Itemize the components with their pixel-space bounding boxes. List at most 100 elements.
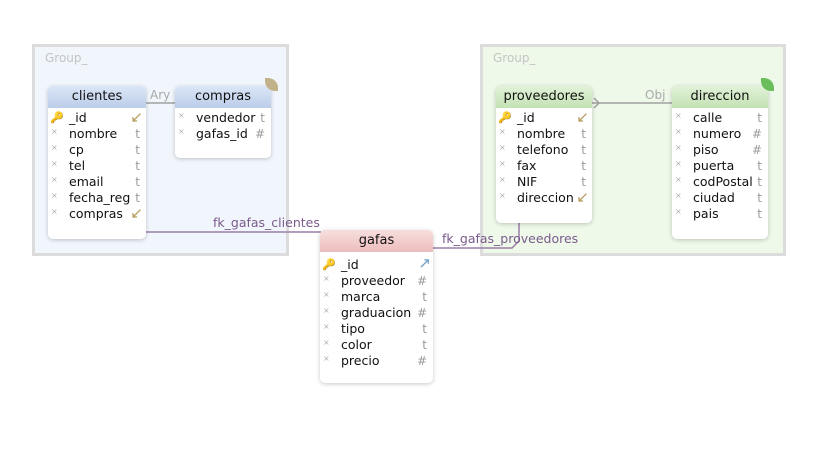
field-name: numero (693, 126, 742, 141)
field-row[interactable]: × compras ↙ (48, 205, 146, 222)
field-name: ciudad (693, 190, 735, 205)
field-name: vendedor (196, 110, 256, 125)
field-row[interactable]: × tel t (48, 158, 146, 174)
field-row[interactable]: × gafas_id # (175, 126, 271, 142)
field-row[interactable]: × piso # (672, 142, 768, 158)
field-row[interactable]: × precio # (320, 353, 433, 369)
link-fk-proveedores (432, 206, 520, 249)
field-row[interactable]: × NIF t (496, 174, 592, 190)
leaf-icon (265, 78, 278, 91)
field-row[interactable]: × codPostal t (672, 174, 768, 190)
field-row[interactable]: × email t (48, 174, 146, 190)
field-name: proveedor (341, 273, 405, 288)
field-type: t (135, 143, 140, 157)
optional-marker-icon: × (675, 175, 682, 184)
field-name: tel (69, 158, 86, 173)
field-row[interactable]: × graduacion # (320, 305, 433, 321)
field-row[interactable]: 🔑 _id ↙ (496, 108, 592, 126)
table-compras[interactable]: compras × vendedor t × gafas_id # (175, 86, 271, 158)
table-gafas[interactable]: gafas 🔑 _id ↗ × proveedor # × marca t × … (320, 230, 433, 383)
leaf-icon (761, 78, 774, 91)
group-label: Group_ (45, 51, 88, 65)
field-type: # (254, 127, 265, 141)
field-row[interactable]: × ciudad t (672, 190, 768, 206)
primary-key-icon: 🔑 (322, 258, 336, 271)
field-type: t (422, 322, 427, 336)
fk-label-proveedores[interactable]: fk_gafas_proveedores (442, 231, 579, 246)
field-name: graduacion (341, 305, 412, 320)
field-name: puerta (693, 158, 735, 173)
field-type: t (581, 127, 586, 141)
primary-key-icon: 🔑 (498, 111, 512, 124)
field-row[interactable]: × nombre t (48, 126, 146, 142)
optional-marker-icon: × (499, 191, 506, 200)
field-row[interactable]: × fax t (496, 158, 592, 174)
field-row[interactable]: × telefono t (496, 142, 592, 158)
table-proveedores[interactable]: proveedores 🔑 _id ↙ × nombre t × telefon… (496, 86, 592, 223)
field-row[interactable]: × calle t (672, 110, 768, 126)
relation-label-obj: Obj (645, 88, 666, 102)
field-name: tipo (341, 321, 365, 336)
field-name: pais (693, 206, 719, 221)
optional-marker-icon: × (323, 322, 330, 331)
field-row[interactable]: 🔑 _id ↗ (320, 254, 433, 273)
field-row[interactable]: × color t (320, 337, 433, 353)
table-title[interactable]: clientes (48, 86, 146, 108)
field-type: t (757, 175, 762, 189)
field-name: nombre (517, 126, 566, 141)
field-type: t (757, 111, 762, 125)
field-name: email (69, 174, 104, 189)
field-name: fecha_reg (69, 190, 131, 205)
table-clientes[interactable]: clientes 🔑 _id ↙ × nombre t × cp t × tel… (48, 86, 146, 239)
field-name: telefono (517, 142, 569, 157)
optional-marker-icon: × (51, 159, 58, 168)
field-row[interactable]: × fecha_reg t (48, 190, 146, 206)
field-type: # (751, 127, 762, 141)
field-row[interactable]: × tipo t (320, 321, 433, 337)
field-type: # (416, 354, 427, 368)
field-type: # (416, 274, 427, 288)
field-type: # (416, 306, 427, 320)
field-name: calle (693, 110, 723, 125)
field-type: t (135, 159, 140, 173)
optional-marker-icon: × (675, 207, 682, 216)
field-type: t (422, 290, 427, 304)
optional-marker-icon: × (499, 143, 506, 152)
field-name: fax (517, 158, 537, 173)
table-direccion[interactable]: direccion × calle t × numero # × piso # … (672, 86, 768, 239)
optional-marker-icon: × (51, 127, 58, 136)
optional-marker-icon: × (675, 159, 682, 168)
fk-label-clientes[interactable]: fk_gafas_clientes (213, 215, 320, 230)
field-row[interactable]: × puerta t (672, 158, 768, 174)
field-type: t (581, 159, 586, 173)
field-row[interactable]: × vendedor t (175, 110, 271, 126)
field-type: t (757, 159, 762, 173)
primary-key-icon: 🔑 (50, 111, 64, 124)
foreign-key-arrow-icon: ↙ (576, 108, 589, 126)
field-name: nombre (69, 126, 118, 141)
optional-marker-icon: × (323, 306, 330, 315)
primary-key-arrow-icon: ↗ (418, 254, 431, 272)
field-row[interactable]: × nombre t (496, 126, 592, 142)
optional-marker-icon: × (178, 111, 185, 120)
field-row[interactable]: 🔑 _id ↙ (48, 109, 146, 126)
table-title[interactable]: proveedores (496, 86, 592, 108)
field-name: _id (517, 110, 535, 125)
field-row[interactable]: × numero # (672, 126, 768, 142)
field-name: piso (693, 142, 719, 157)
table-title[interactable]: direccion (672, 86, 768, 108)
field-type: t (581, 143, 586, 157)
field-row[interactable]: × cp t (48, 142, 146, 158)
field-name: _id (341, 257, 359, 272)
optional-marker-icon: × (51, 191, 58, 200)
field-row[interactable]: × pais t (672, 206, 768, 222)
field-name: marca (341, 289, 381, 304)
field-row[interactable]: × direccion ↙ (496, 189, 592, 206)
optional-marker-icon: × (323, 338, 330, 347)
field-row[interactable]: × proveedor # (320, 273, 433, 289)
field-row[interactable]: × marca t (320, 289, 433, 305)
table-title[interactable]: compras (175, 86, 271, 108)
group-label: Group_ (493, 51, 536, 65)
table-title[interactable]: gafas (320, 230, 433, 252)
field-type: t (422, 338, 427, 352)
